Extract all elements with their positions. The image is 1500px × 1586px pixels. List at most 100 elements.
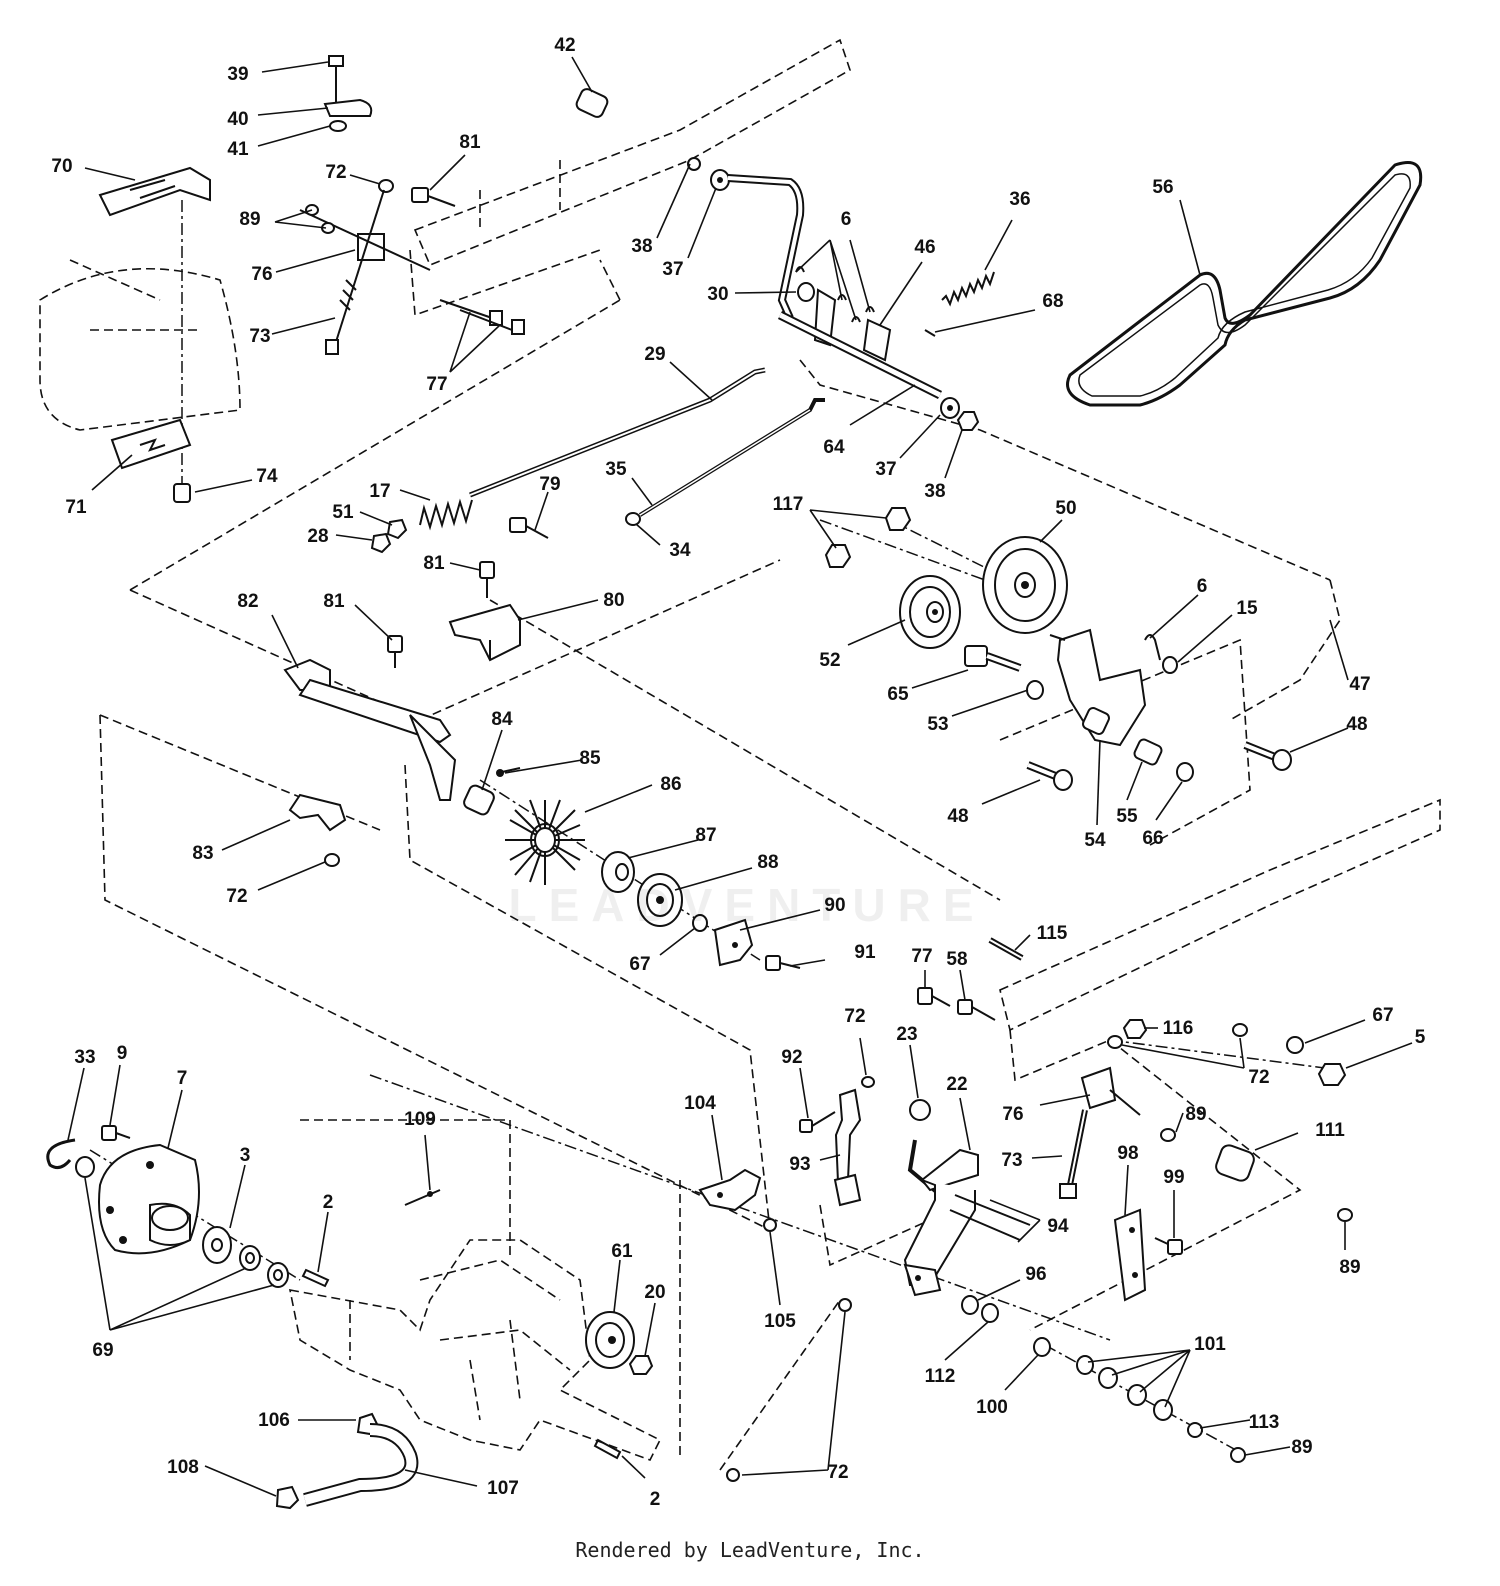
callout-67: 67 [629,954,650,975]
callout-109: 109 [404,1109,436,1130]
callout-52: 52 [819,650,840,671]
part-6-15-clip [1144,634,1178,674]
part-88-pulley [637,873,683,927]
callout-labels: 42 39 40 41 70 72 81 89 76 73 77 38 37 6… [51,35,1425,1510]
callout-81: 81 [323,591,345,612]
callout-89: 89 [1185,1104,1206,1125]
callout-98: 98 [1117,1143,1138,1164]
part-29-rod [469,367,766,498]
part-17-spring [370,498,473,554]
callout-99: 99 [1163,1167,1184,1188]
callout-23: 23 [896,1024,917,1045]
callout-89: 89 [239,209,260,230]
callout-89: 89 [1339,1257,1360,1278]
leader-lines [67,56,1413,1497]
callout-115: 115 [1037,923,1068,944]
callout-86: 86 [660,774,681,795]
watermark-text: LEADVENTURE [508,879,986,931]
transmission-outline [288,1239,662,1461]
part-86-fan [505,799,585,885]
part-84-bushing [463,784,495,816]
callout-40: 40 [227,109,248,130]
callout-34: 34 [669,540,691,561]
part-30-lever-shaft [727,174,943,400]
callout-67: 67 [1372,1005,1393,1026]
part-48-bolt-left [1026,761,1073,791]
part-104-bracket [698,1168,762,1212]
callout-91: 91 [854,942,876,963]
part-72-nuts-misc [726,1298,852,1482]
callout-55: 55 [1116,806,1138,827]
callout-42: 42 [554,35,575,56]
callout-107: 107 [487,1478,519,1499]
part-96-112-washers [961,1295,999,1323]
callout-48: 48 [947,806,968,827]
callout-100: 100 [976,1397,1008,1418]
part-71-plate [110,418,192,470]
callout-15: 15 [1236,598,1258,619]
callout-2: 2 [323,1192,334,1213]
callout-104: 104 [684,1093,716,1114]
part-73-bolt-lower [1059,1109,1088,1199]
callout-28: 28 [307,526,328,547]
part-61-pulley [585,1311,635,1369]
part-81-bolt-middle [479,561,495,598]
part-2-key-upper [301,1268,330,1288]
callout-6: 6 [841,209,852,230]
callout-90: 90 [824,895,845,916]
callout-87: 87 [695,825,716,846]
part-67-washer-right [1286,1036,1304,1054]
part-77-bolts-upper [439,299,525,335]
part-22-lever [903,1148,1031,1297]
part-39-41-bolt-clip [323,55,373,132]
part-66-washer [1176,762,1194,782]
part-48-bolt-right [1243,741,1292,771]
part-76-bracket-lower [1080,1066,1141,1116]
callout-46: 46 [914,237,935,258]
part-9-bolt [101,1125,131,1141]
part-69-washers [75,1156,289,1288]
callout-117: 117 [773,494,804,515]
part-2-key-lower [593,1438,622,1460]
part-80-bracket [448,603,521,662]
callout-20: 20 [644,1282,665,1303]
part-99-bolt [1154,1237,1183,1255]
part-65-bolt [964,645,1022,672]
part-53-washer [1026,680,1044,700]
callout-83: 83 [192,843,213,864]
callout-38: 38 [631,236,652,257]
callout-72: 72 [844,1006,865,1027]
part-91-bolt [765,955,801,971]
part-37-38-washers-upper [687,157,730,191]
callout-81: 81 [459,132,481,153]
callout-72: 72 [325,162,346,183]
part-87-pulley [601,851,635,893]
callout-76: 76 [251,264,272,285]
callout-72: 72 [226,886,247,907]
callout-33: 33 [74,1047,95,1068]
part-79-bolt [509,517,549,539]
part-81-bolt-lower [387,635,403,668]
callout-108: 108 [167,1457,199,1478]
callout-84: 84 [491,709,513,730]
callout-101: 101 [1194,1334,1226,1355]
part-68-pin [924,329,936,337]
part-72-nuts-lower-right [1107,1023,1248,1049]
callout-79: 79 [539,474,560,495]
callout-89: 89 [1291,1437,1312,1458]
callout-17: 17 [369,481,390,502]
callout-51: 51 [332,502,354,523]
callout-53: 53 [927,714,948,735]
callout-82: 82 [237,591,258,612]
part-20-nut [628,1355,654,1375]
part-111-bushing [1215,1144,1255,1182]
part-54-idler-arm [1049,628,1147,747]
callout-112: 112 [925,1366,956,1387]
callout-96: 96 [1025,1264,1046,1285]
part-85-screw [496,767,521,777]
part-5-nut [1317,1063,1347,1086]
part-67-washer-middle [692,914,708,932]
callout-6: 6 [1197,576,1208,597]
callout-9: 9 [117,1043,128,1064]
part-37-38-washers-lower [940,397,980,431]
